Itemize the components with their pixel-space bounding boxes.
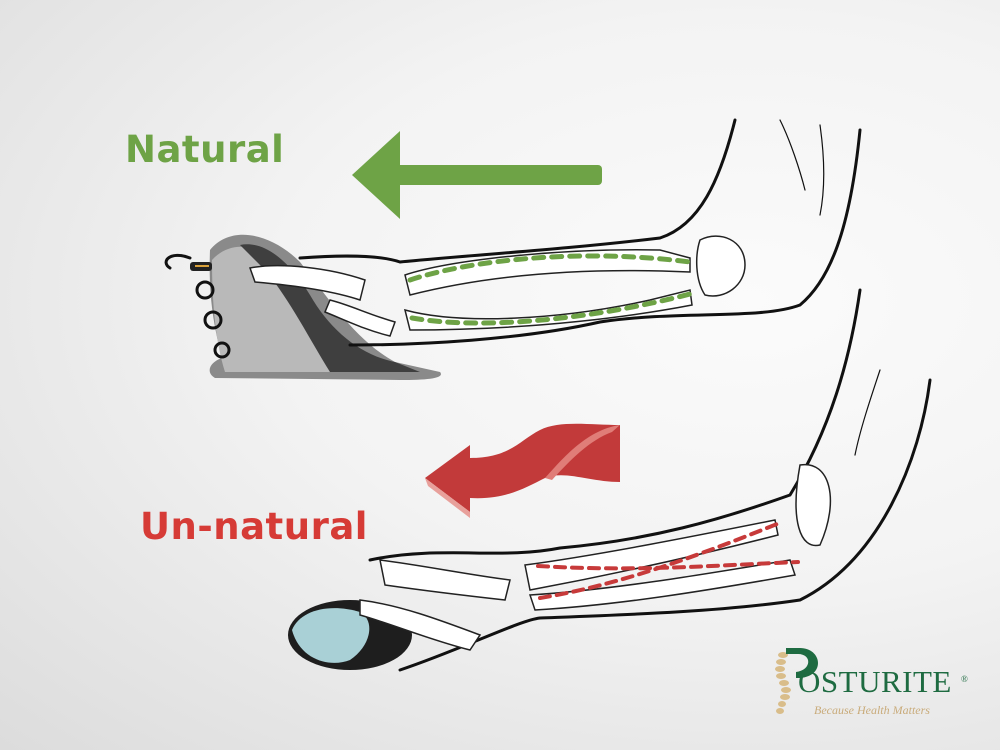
natural-label: Natural — [125, 128, 285, 171]
natural-arrow-icon — [352, 131, 602, 219]
unnatural-arm-outline — [368, 288, 932, 672]
unnatural-twisted-arrow-icon — [425, 423, 620, 518]
logo-spine-icon — [775, 652, 791, 714]
natural-alignment-dashes — [407, 253, 693, 326]
logo-tagline: Because Health Matters — [814, 703, 930, 717]
posturite-logo: OSTURITE ® Because Health Matters — [776, 640, 976, 720]
unnatural-crossed-dashes — [536, 520, 800, 600]
logo-registered-mark: ® — [961, 674, 968, 684]
unnatural-label: Un-natural — [140, 505, 368, 548]
logo-wordmark: OSTURITE — [798, 664, 952, 699]
natural-arm-outline — [164, 118, 862, 359]
logo-p-bowl — [786, 648, 819, 678]
unnatural-forearm-bones — [359, 463, 832, 651]
natural-forearm-bones — [249, 235, 746, 337]
